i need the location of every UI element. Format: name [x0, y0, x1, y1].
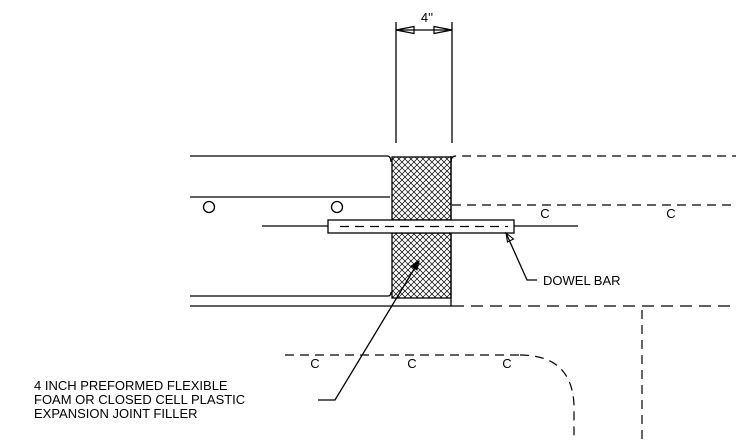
- dimension-4-inch: 4'': [395, 10, 453, 143]
- rebar-mark-lower-2: C: [407, 356, 416, 371]
- expansion-joint-filler: [391, 156, 452, 306]
- dowel-bar: [327, 219, 578, 234]
- joint-filler-leader-arrow: [410, 259, 420, 271]
- right-slab: C C: [450, 155, 736, 221]
- dowel-bar-callout: DOWEL BAR: [505, 231, 621, 288]
- dowel-bar-leader-arrow: [505, 231, 515, 243]
- joint-filler-callout: 4 INCH PREFORMED FLEXIBLE FOAM OR CLOSED…: [34, 259, 420, 421]
- dimension-arrow-left: [395, 25, 415, 35]
- adjacent-slab-lower: C C C: [285, 310, 643, 440]
- rebar-circle-2: [330, 200, 344, 214]
- dowel-bar-leader-line: [505, 232, 537, 281]
- dowel-bar-label: DOWEL BAR: [543, 273, 621, 288]
- joint-filler-upper: [391, 156, 452, 221]
- rebar-mark-right-1: C: [540, 206, 549, 221]
- joint-filler-label-line3: EXPANSION JOINT FILLER: [34, 406, 198, 421]
- lower-slab-curved-edge: [519, 354, 575, 440]
- dimension-arrow-right: [433, 25, 453, 35]
- joint-filler-lower: [391, 232, 452, 299]
- right-slab-top-edge: [450, 155, 736, 163]
- rebar-mark-right-2: C: [666, 206, 675, 221]
- joint-filler-label-line2: FOAM OR CLOSED CELL PLASTIC: [34, 392, 245, 407]
- rebar-circle-1: [202, 200, 216, 214]
- left-slab-bottom-corner: [387, 291, 392, 297]
- left-slab: [190, 155, 392, 297]
- rebar-mark-lower-3: C: [502, 356, 511, 371]
- joint-filler-label-line1: 4 INCH PREFORMED FLEXIBLE: [34, 378, 228, 393]
- left-slab-top-corner: [387, 155, 392, 163]
- rebar-mark-lower-1: C: [310, 356, 319, 371]
- joint-filler-leader-line: [318, 260, 420, 401]
- dimension-label: 4'': [421, 10, 433, 25]
